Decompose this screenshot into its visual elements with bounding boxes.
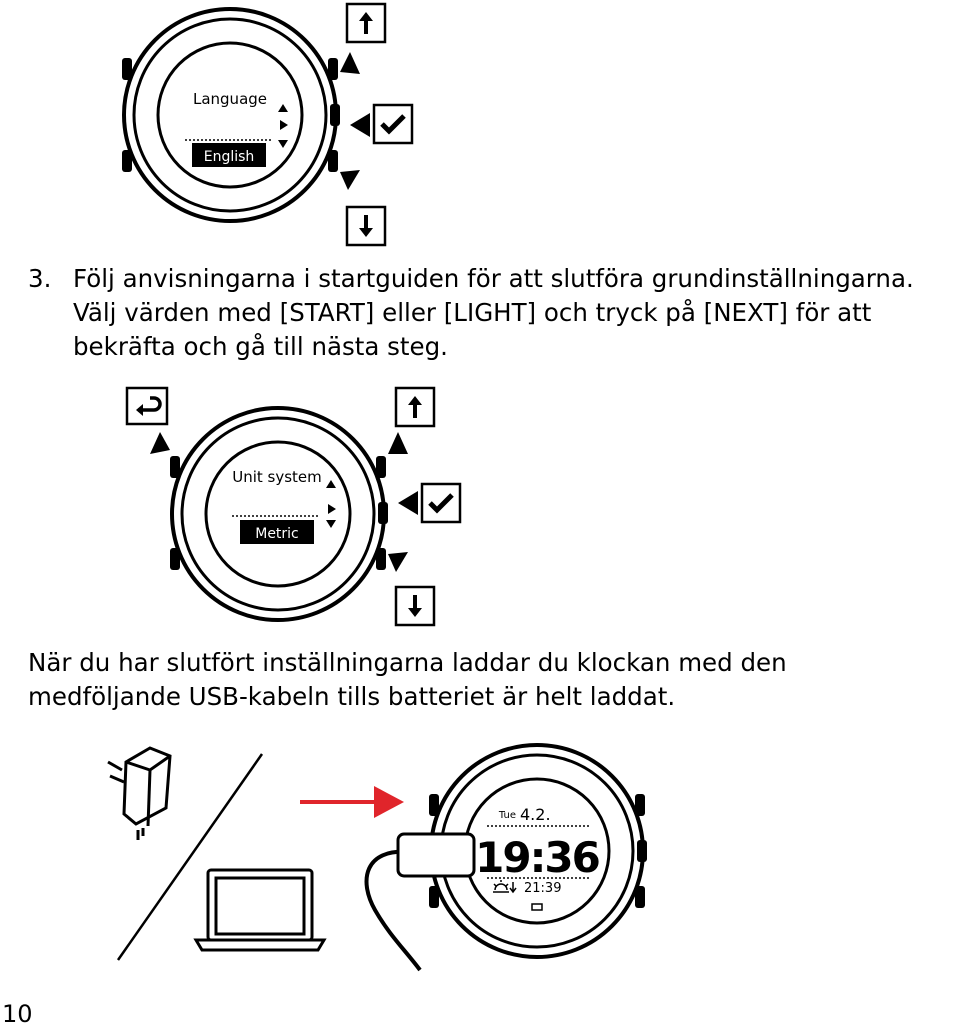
pointer-arrow-icon <box>340 170 360 190</box>
pointer-arrow-icon <box>388 432 408 454</box>
charging-figure: Tue 4.2. 19:36 21:39 <box>107 743 647 972</box>
down-button-icon <box>394 585 436 627</box>
sunset-icon <box>493 880 517 894</box>
date-day: Tue <box>498 810 516 821</box>
screen-title: Language <box>193 90 267 108</box>
wall-adapter-icon <box>107 746 172 840</box>
pointer-arrow-icon <box>388 552 408 572</box>
sunset-time: 21:39 <box>524 881 561 896</box>
date: 4.2. <box>520 805 551 824</box>
page-number: 10 <box>2 1000 33 1028</box>
screen-title: Unit system <box>232 468 322 486</box>
charging-paragraph: När du har slutfört inställningarna ladd… <box>28 648 787 711</box>
back-button-icon <box>125 386 169 426</box>
screen-value: English <box>204 149 255 165</box>
watch-unit-system-figure: Unit system Metric <box>125 386 462 627</box>
usb-cable <box>364 849 422 972</box>
up-button-icon <box>345 2 387 44</box>
down-button-icon <box>345 205 387 247</box>
up-button-icon <box>394 386 436 428</box>
watch-body <box>170 406 388 622</box>
watch-body <box>429 743 647 959</box>
watch-language-figure: Language English <box>122 2 414 247</box>
checkmark-icon <box>372 103 414 145</box>
pointer-arrow-icon <box>398 491 418 515</box>
battery-icon <box>531 903 543 911</box>
pointer-arrow-icon <box>350 113 370 137</box>
laptop-icon <box>193 868 327 952</box>
screen-selection-box <box>240 520 314 544</box>
screen-selection-box <box>192 143 266 167</box>
divider-line <box>116 753 264 961</box>
clock-time: 19:36 <box>475 833 599 882</box>
screen-value: Metric <box>255 526 299 542</box>
step-number: 3. <box>28 264 52 293</box>
step-text: Följ anvisningarna i startguiden för att… <box>73 264 914 361</box>
pointer-arrow-icon <box>150 432 170 454</box>
connect-arrow-icon <box>300 786 404 818</box>
checkmark-icon <box>420 482 462 524</box>
watch-body <box>122 7 340 223</box>
pointer-arrow-icon <box>340 52 360 74</box>
charging-clip <box>396 832 476 878</box>
